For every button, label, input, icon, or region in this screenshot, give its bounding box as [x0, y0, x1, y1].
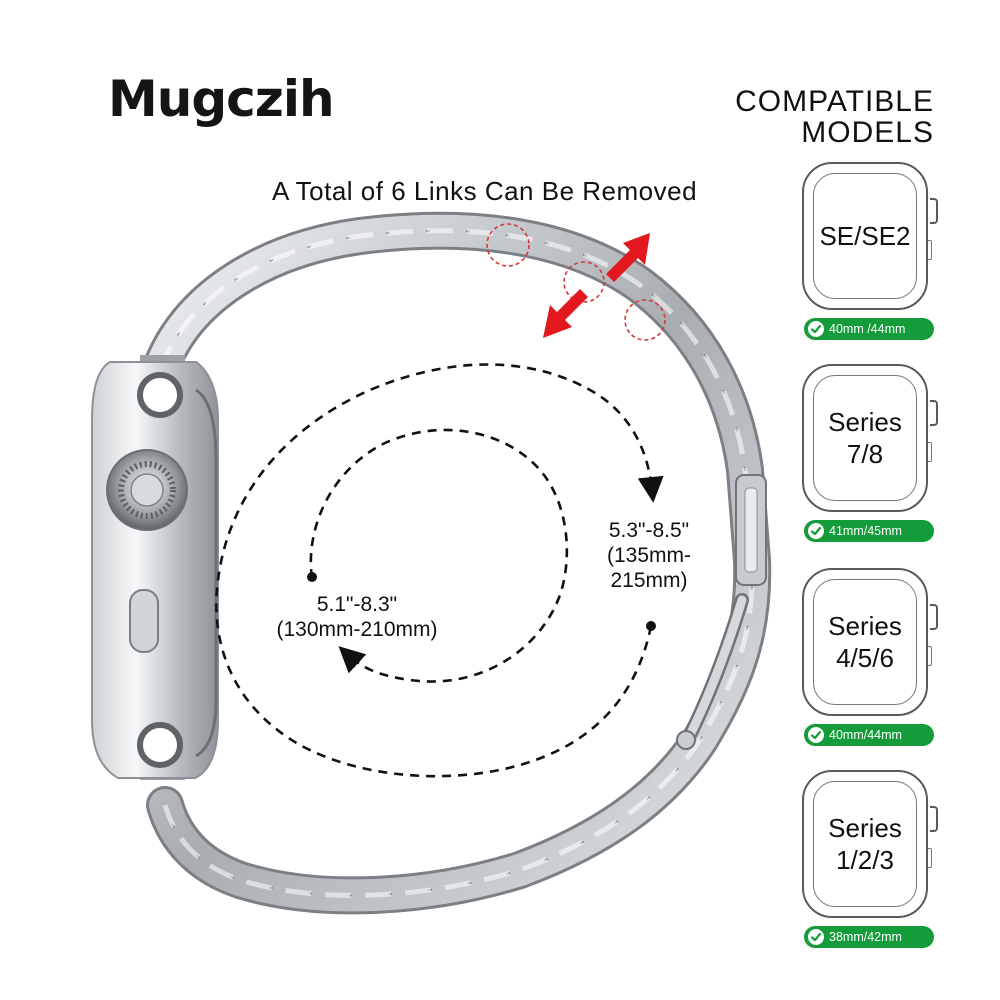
size-badge: 40mm /44mm	[804, 318, 934, 340]
butterfly-clasp	[676, 474, 767, 750]
removable-link-marker	[563, 261, 605, 303]
model-name: Series 1/2/3	[828, 813, 902, 875]
model-name: Series 4/5/6	[828, 611, 902, 673]
model-name: SE/SE2	[819, 221, 911, 251]
check-icon	[808, 929, 824, 945]
size-badge: 38mm/42mm	[804, 926, 934, 948]
watch-case-side	[91, 355, 219, 780]
size-badge-text: 41mm/45mm	[829, 524, 902, 538]
check-icon	[808, 727, 824, 743]
size-badge-text: 40mm /44mm	[829, 322, 906, 336]
metal-link-band	[141, 211, 772, 915]
watch-outline-icon: SE/SE2	[802, 162, 938, 310]
removable-link-marker	[486, 223, 530, 267]
compatible-models-heading: COMPATIBLE MODELS	[735, 86, 934, 148]
outer-arc-start-dot	[646, 621, 656, 631]
removable-link-markers	[486, 223, 666, 341]
outer-size-mm-end: 215mm)	[610, 569, 688, 592]
outer-size-inches: 5.3"-8.5"	[608, 519, 690, 542]
inner-arc-start-dot	[307, 572, 317, 582]
size-badge: 41mm/45mm	[804, 520, 934, 542]
watch-outline-icon: Series 4/5/6	[802, 568, 938, 716]
check-icon	[808, 321, 824, 337]
watch-outline-icon: Series 7/8	[802, 364, 938, 512]
removable-link-marker	[624, 299, 666, 341]
size-badge: 40mm/44mm	[804, 724, 934, 746]
outer-size-mm-start: (135mm-	[606, 544, 691, 567]
size-range-arcs	[215, 363, 664, 778]
inner-size-label: 5.1"-8.3" (130mm-210mm)	[252, 592, 462, 642]
links-removed-title: A Total of 6 Links Can Be Removed	[272, 176, 698, 206]
inner-size-mm: (130mm-210mm)	[276, 618, 438, 641]
model-name: Series 7/8	[828, 407, 902, 469]
check-icon	[808, 523, 824, 539]
red-arrow-icon	[543, 233, 650, 338]
brand-logo: Mugczih	[108, 70, 335, 128]
outer-size-label: 5.3"-8.5" (135mm- 215mm)	[594, 518, 704, 593]
size-badge-text: 40mm/44mm	[829, 728, 902, 742]
outer-size-arc	[215, 363, 664, 778]
inner-size-inches: 5.1"-8.3"	[316, 593, 398, 616]
size-badge-text: 38mm/42mm	[829, 930, 902, 944]
compatible-heading-line1: COMPATIBLE	[735, 85, 934, 118]
compatible-heading-line2: MODELS	[801, 116, 934, 149]
inner-size-arc	[309, 428, 569, 683]
watch-outline-icon: Series 1/2/3	[802, 770, 938, 918]
